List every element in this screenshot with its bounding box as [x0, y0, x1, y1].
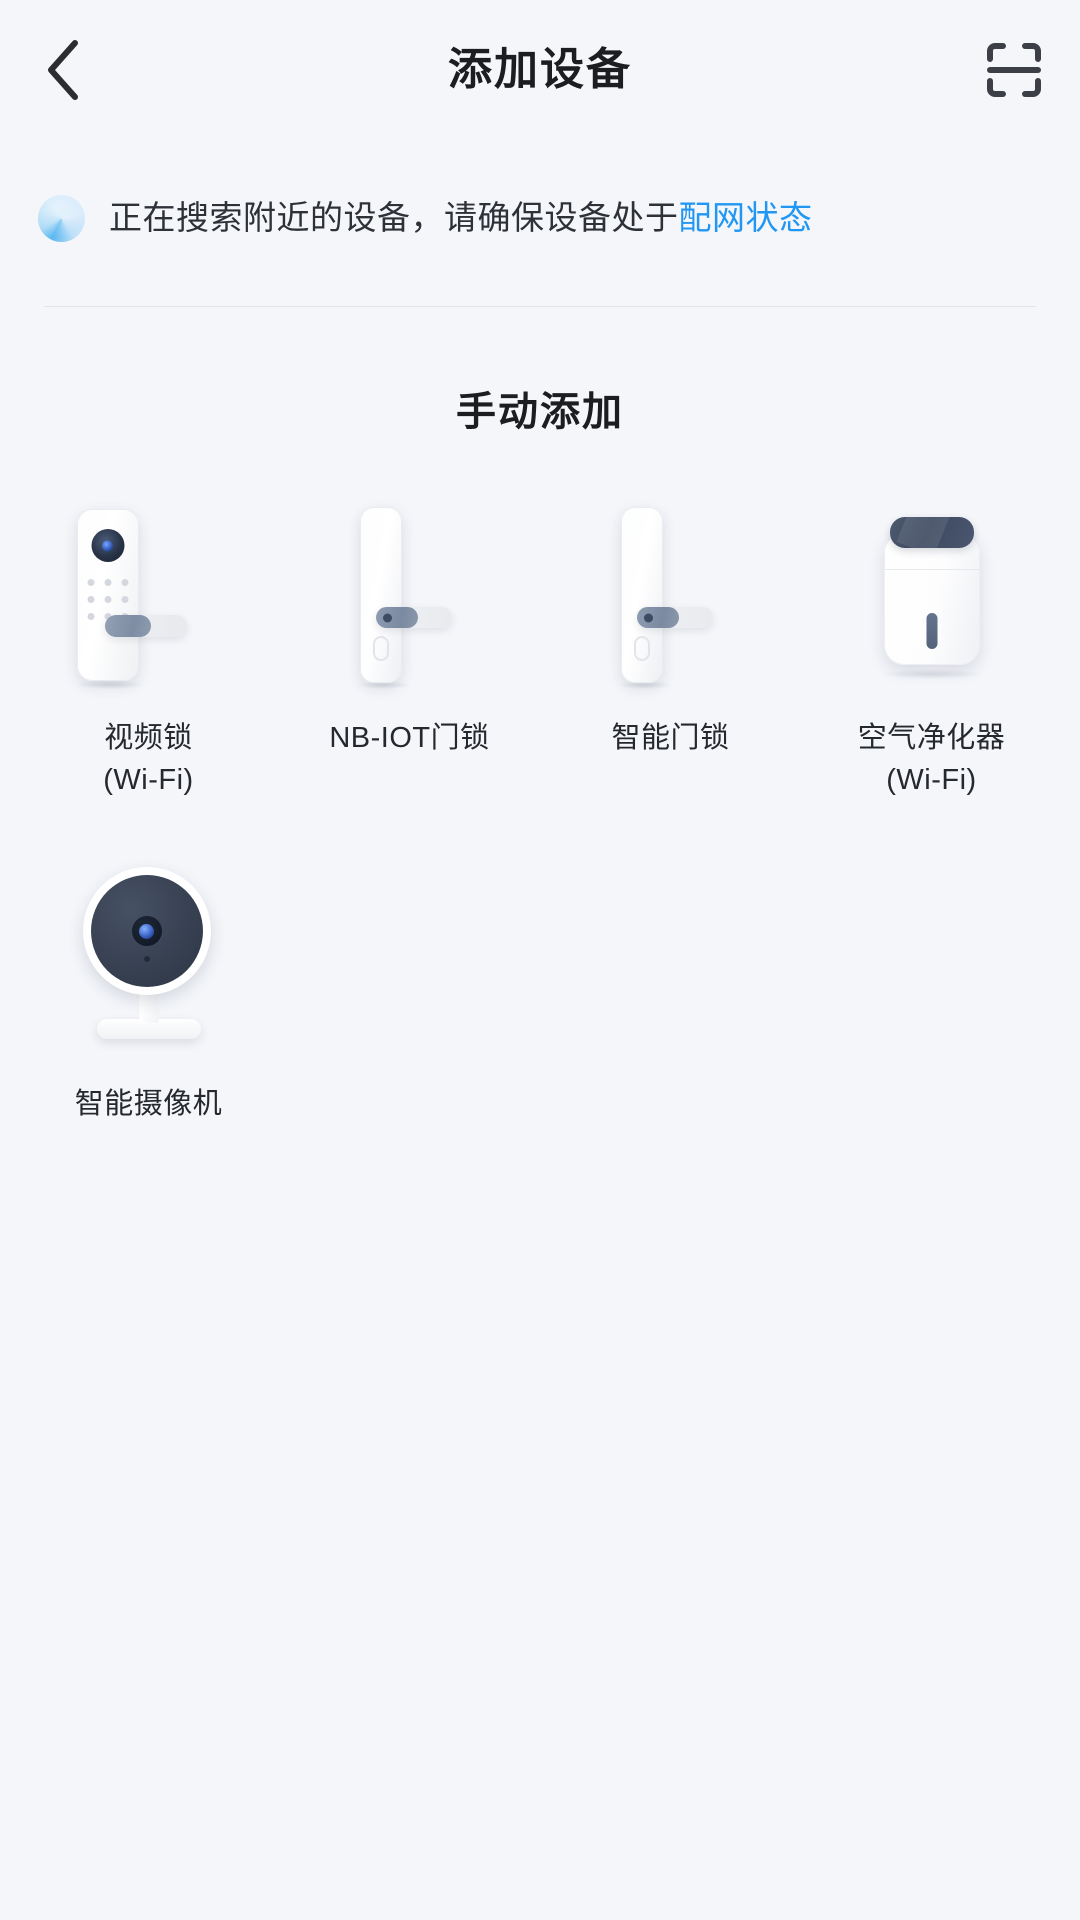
smart-camera-icon [49, 861, 249, 1061]
manual-add-title: 手动添加 [456, 390, 624, 434]
device-label: 智能门锁 [611, 722, 730, 754]
scan-qr-icon [986, 42, 1042, 98]
device-label: NB-IOT门锁 [329, 722, 490, 754]
nbiot-door-lock-icon [310, 495, 510, 695]
search-status-row: 正在搜索附近的设备，请确保设备处于配网状态 [0, 168, 1080, 268]
device-label: 视频锁 (Wi-Fi) [103, 722, 194, 797]
device-label: 智能摄像机 [74, 1088, 223, 1121]
device-label: 空气净化器 (Wi-Fi) [857, 722, 1006, 797]
section-divider [44, 306, 1036, 307]
video-lock-icon [49, 495, 249, 695]
network-config-link[interactable]: 配网状态 [678, 198, 813, 236]
back-button[interactable] [22, 28, 106, 112]
smart-door-lock-icon [571, 495, 771, 695]
device-grid: 视频锁 (Wi-Fi) NB-IOT门锁 智能门锁 [0, 495, 1080, 1125]
device-item-smart-door-lock[interactable]: 智能门锁 [540, 495, 801, 801]
page-title: 添加设备 [448, 45, 632, 94]
scan-button[interactable] [972, 28, 1056, 112]
chevron-left-icon [42, 37, 86, 103]
search-status-prefix: 正在搜索附近的设备，请确保设备处于 [109, 198, 679, 236]
device-item-nbiot-door-lock[interactable]: NB-IOT门锁 [279, 495, 540, 801]
loading-spinner-icon [38, 194, 85, 242]
device-item-air-purifier[interactable]: 空气净化器 (Wi-Fi) [801, 495, 1062, 801]
air-purifier-icon [832, 495, 1032, 695]
app-header: 添加设备 [0, 0, 1080, 140]
device-item-smart-camera[interactable]: 智能摄像机 [18, 861, 279, 1125]
search-status-text: 正在搜索附近的设备，请确保设备处于配网状态 [109, 197, 813, 240]
device-item-video-lock[interactable]: 视频锁 (Wi-Fi) [18, 495, 279, 801]
